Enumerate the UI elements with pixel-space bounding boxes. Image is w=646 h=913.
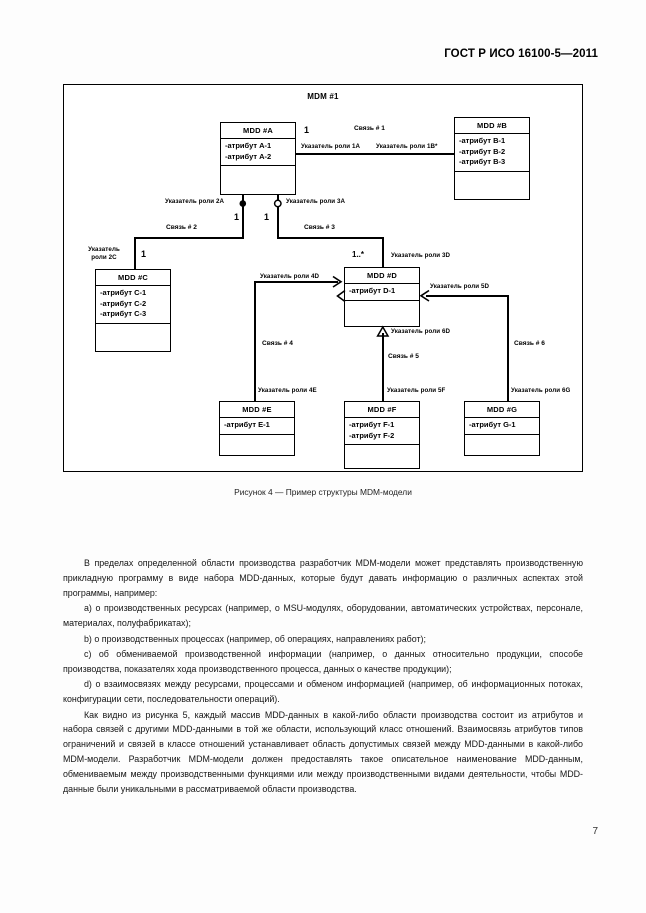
association-line-6-horiz [426, 295, 508, 297]
association-line-1 [296, 153, 454, 155]
role-label-1b: Указатель роли 1B* [376, 143, 438, 150]
association-line-2-vert [242, 209, 244, 238]
association-line-4-top [254, 281, 338, 283]
class-name-mdd-g: MDD #G [465, 402, 539, 418]
class-attributes-mdd-d: -атрибут D-1 [345, 284, 419, 301]
attribute-item: -атрибут F-2 [349, 430, 395, 440]
association-line-2-horiz [134, 237, 244, 239]
class-box-mdd-f: MDD #F -атрибут F-1 -атрибут F-2 [344, 401, 420, 469]
generalization-triangle-6d [376, 325, 390, 337]
role-label-4d: Указатель роли 4D [260, 273, 320, 280]
paragraph-item-a: a) о производственных ресурсах (например… [63, 603, 583, 629]
navigable-arrow-5d [419, 289, 430, 302]
role-label-1a: Указатель роли 1A [301, 143, 361, 150]
role-label-2a: Указатель роли 2A [165, 198, 225, 205]
multiplicity-a-right-down: 1 [264, 212, 270, 222]
class-operations-mdd-d [345, 301, 419, 327]
multiplicity-c-top: 1 [141, 249, 147, 259]
class-name-mdd-e: MDD #E [220, 402, 294, 418]
class-box-mdd-g: MDD #G -атрибут G-1 [464, 401, 540, 456]
attribute-item: -атрибут A-2 [225, 151, 272, 161]
attribute-item: -атрибут C-1 [100, 288, 147, 297]
role-label-3a: Указатель роли 3A [286, 198, 346, 205]
role-label-2c-line2: роли 2C [91, 254, 117, 261]
role-label-2c: Указатель роли 2C [78, 246, 130, 262]
role-label-2c-line1: Указатель [88, 246, 120, 253]
association-line-3-drop [382, 237, 384, 267]
diagram-frame-title: MDM #1 [307, 92, 339, 101]
association-line-2-drop [134, 237, 136, 269]
aggregation-ball-3a [273, 199, 282, 208]
attribute-item: -атрибут E-1 [224, 420, 270, 429]
attribute-item: -атрибут B-2 [459, 146, 506, 156]
association-label-4: Связь # 4 [262, 340, 293, 347]
paragraph-item-b: b) о производственных процессах (наприме… [84, 633, 426, 644]
class-box-mdd-d: MDD #D -атрибут D-1 [344, 267, 420, 327]
class-attributes-mdd-c: -атрибут C-1 -атрибут C-2 -атрибут C-3 [96, 286, 170, 324]
figure-mdm-diagram: MDM #1 MDD #A -атрибут A-1 -атрибут A-2 … [63, 84, 583, 472]
association-label-6: Связь # 6 [514, 340, 545, 347]
class-attributes-mdd-f: -атрибут F-1 -атрибут F-2 [345, 418, 419, 445]
class-box-mdd-b: MDD #B -атрибут B-1 -атрибут B-2 -атрибу… [454, 117, 530, 200]
class-attributes-mdd-a: -атрибут A-1 -атрибут A-2 [221, 139, 295, 166]
body-text: В пределах определенной области производ… [63, 556, 583, 798]
paragraph-item-d: d) о взаимосвязях между ресурсами, проце… [63, 679, 583, 705]
class-operations-mdd-b [455, 172, 529, 200]
class-operations-mdd-a [221, 166, 295, 194]
paragraph-summary: Как видно из рисунка 5, каждый массив MD… [63, 709, 583, 795]
class-name-mdd-d: MDD #D [345, 268, 419, 284]
role-label-5f: Указатель роли 5F [387, 387, 446, 394]
association-label-3: Связь # 3 [304, 224, 335, 231]
composition-ball-2a [239, 200, 247, 207]
association-line-5 [382, 333, 384, 401]
attribute-item: -атрибут B-1 [459, 136, 506, 145]
class-attributes-mdd-g: -атрибут G-1 [465, 418, 539, 435]
multiplicity-a-left-down: 1 [234, 212, 240, 222]
role-label-3d: Указатель роли 3D [391, 252, 451, 259]
class-operations-mdd-c [96, 324, 170, 352]
page-number: 7 [592, 826, 598, 837]
multiplicity-a-right: 1 [304, 125, 310, 135]
attribute-item: -атрибут C-3 [100, 309, 147, 318]
page-header-standard-id: ГОСТ Р ИСО 16100-5—2011 [444, 48, 598, 60]
figure-caption: Рисунок 4 — Пример структуры MDM-модели [234, 487, 412, 497]
attribute-item: -атрибут G-1 [469, 420, 516, 429]
role-label-4e: Указатель роли 4E [258, 387, 317, 394]
attribute-item: -атрибут A-1 [225, 141, 272, 150]
multiplicity-d-top: 1..* [352, 250, 365, 259]
class-box-mdd-e: MDD #E -атрибут E-1 [219, 401, 295, 456]
attribute-item: -атрибут F-1 [349, 420, 395, 429]
class-attributes-mdd-b: -атрибут B-1 -атрибут B-2 -атрибут B-3 [455, 134, 529, 172]
association-label-5: Связь # 5 [388, 353, 419, 360]
attribute-item: -атрибут C-2 [100, 298, 147, 308]
paragraph-item-c: c) об обмениваемой производственной инфо… [63, 648, 583, 674]
paragraph-intro: В пределах определенной области производ… [63, 558, 583, 598]
class-operations-mdd-f [345, 445, 419, 468]
navigable-arrow-4d [332, 275, 343, 288]
attribute-item: -атрибут D-1 [349, 286, 396, 295]
role-label-6d: Указатель роли 6D [391, 328, 451, 335]
association-line-3-vert [277, 209, 279, 238]
class-name-mdd-a: MDD #A [221, 123, 295, 139]
class-box-mdd-a: MDD #A -атрибут A-1 -атрибут A-2 [220, 122, 296, 195]
class-name-mdd-f: MDD #F [345, 402, 419, 418]
association-label-1: Связь # 1 [354, 125, 385, 132]
association-label-2: Связь # 2 [166, 224, 197, 231]
navigable-arrow-d-left [336, 289, 346, 303]
association-line-3-horiz [277, 237, 383, 239]
attribute-item: -атрибут B-3 [459, 157, 506, 166]
class-box-mdd-c: MDD #C -атрибут C-1 -атрибут C-2 -атрибу… [95, 269, 171, 352]
association-line-4-vert [254, 281, 256, 401]
class-attributes-mdd-e: -атрибут E-1 [220, 418, 294, 435]
class-operations-mdd-g [465, 435, 539, 456]
role-label-5d: Указатель роли 5D [430, 283, 490, 290]
class-name-mdd-b: MDD #B [455, 118, 529, 134]
class-name-mdd-c: MDD #C [96, 270, 170, 286]
class-operations-mdd-e [220, 435, 294, 456]
association-line-6-vert [507, 295, 509, 401]
role-label-6g: Указатель роли 6G [511, 387, 571, 394]
